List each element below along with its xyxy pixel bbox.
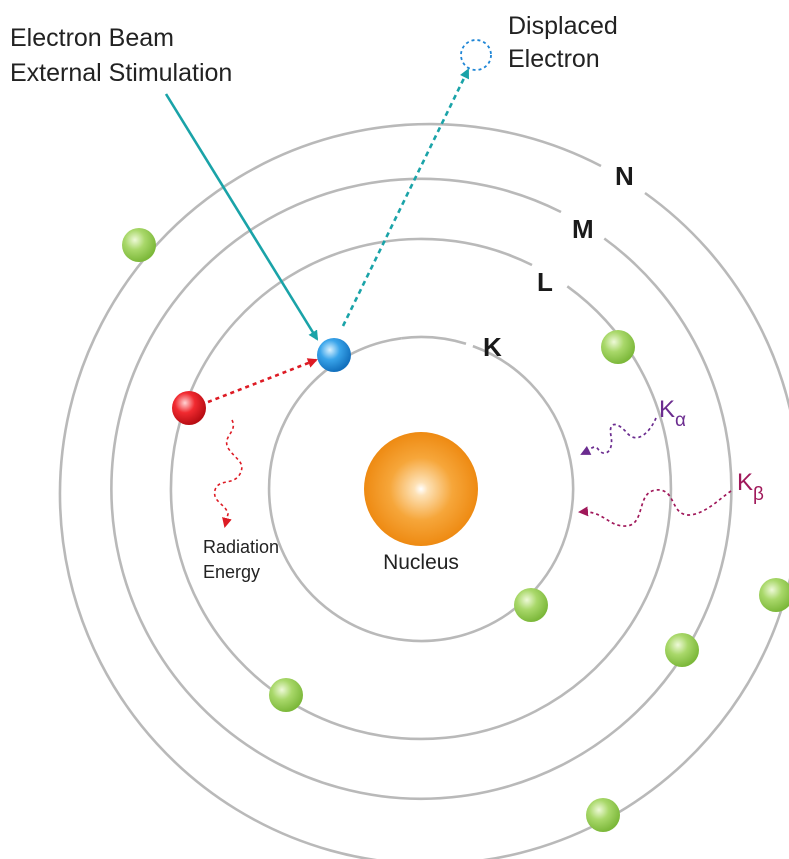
electron-green <box>269 678 303 712</box>
electron-green <box>122 228 156 262</box>
displaced-label-2: Electron <box>508 45 600 73</box>
electron-green <box>514 588 548 622</box>
electron-beam-arrow <box>164 93 319 341</box>
nucleus <box>364 432 478 546</box>
electron-green <box>759 578 789 612</box>
electron-beam-label-2: External Stimulation <box>10 59 232 87</box>
electron-green <box>665 633 699 667</box>
transition-arrow <box>207 358 318 404</box>
electron-green <box>586 798 620 832</box>
electron-green <box>601 330 635 364</box>
shell-label-k: K <box>483 332 502 362</box>
radiation-wave <box>213 419 243 528</box>
shell-label-l: L <box>537 267 553 297</box>
orbit-m <box>110 177 733 801</box>
radiation-label-2: Energy <box>203 562 260 582</box>
shell-label-n: N <box>615 161 634 191</box>
k-alpha-label: Kα <box>659 396 686 431</box>
displaced-path-arrow <box>341 68 470 327</box>
shell-label-m: M <box>572 214 594 244</box>
orbit-k <box>267 337 575 643</box>
nucleus-label: Nucleus <box>383 551 459 574</box>
k-beta-label: Kβ <box>737 469 764 505</box>
electron-beam-label-1: Electron Beam <box>10 24 174 52</box>
displaced-electron-outline <box>460 39 492 71</box>
radiation-label-1: Radiation <box>203 537 279 557</box>
electron-blue <box>317 338 351 372</box>
orbit-k-upper <box>401 335 467 346</box>
k-alpha-wave <box>580 417 657 455</box>
k-beta-wave <box>578 489 732 527</box>
orbit-n <box>58 122 789 859</box>
electron-red <box>172 391 206 425</box>
displaced-label-1: Displaced <box>508 12 618 40</box>
